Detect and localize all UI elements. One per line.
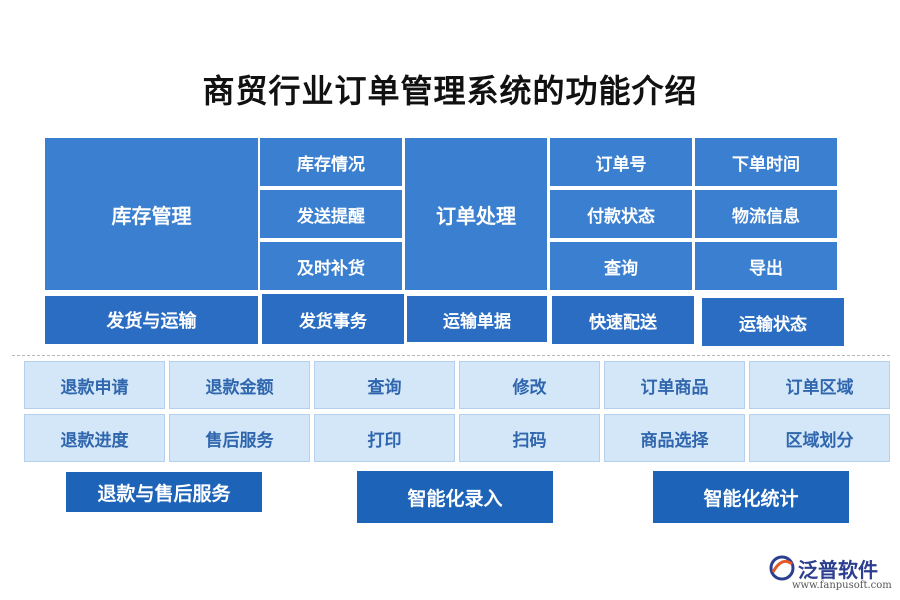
product-selection-cell: 商品选择 xyxy=(604,414,745,462)
section-divider xyxy=(12,355,890,356)
inventory-status-block: 库存情况 xyxy=(260,138,402,186)
order-goods-cell: 订单商品 xyxy=(604,361,745,409)
shipping-transport-block: 发货与运输 xyxy=(45,296,258,344)
payment-status-block: 付款状态 xyxy=(550,190,692,238)
print-cell: 打印 xyxy=(314,414,455,462)
transport-status-block: 运输状态 xyxy=(702,298,844,346)
region-division-cell: 区域划分 xyxy=(749,414,890,462)
page-title: 商贸行业订单管理系统的功能介绍 xyxy=(202,72,698,110)
fanpu-logo-icon xyxy=(769,555,795,581)
shipping-affairs-block: 发货事务 xyxy=(262,294,404,344)
export-block: 导出 xyxy=(695,242,837,290)
order-processing-block: 订单处理 xyxy=(405,138,547,290)
query-cell: 查询 xyxy=(314,361,455,409)
refund-after-sales-group: 退款与售后服务 xyxy=(66,472,262,512)
refund-application-cell: 退款申请 xyxy=(24,361,165,409)
smart-entry-group: 智能化录入 xyxy=(357,471,553,523)
order-region-cell: 订单区域 xyxy=(749,361,890,409)
logo-url: www.fanpusoft.com xyxy=(792,580,892,591)
scan-code-cell: 扫码 xyxy=(459,414,600,462)
order-number-block: 订单号 xyxy=(550,138,692,186)
logo-name: 泛普软件 xyxy=(798,558,878,582)
logistics-info-block: 物流信息 xyxy=(695,190,837,238)
modify-cell: 修改 xyxy=(459,361,600,409)
after-sales-service-cell: 售后服务 xyxy=(169,414,310,462)
timely-restock-block: 及时补货 xyxy=(260,242,402,290)
refund-progress-cell: 退款进度 xyxy=(24,414,165,462)
brand-logo: 泛普软件 www.fanpusoft.com xyxy=(768,552,894,594)
inventory-management-block: 库存管理 xyxy=(45,138,258,290)
fast-delivery-block: 快速配送 xyxy=(552,296,694,344)
transport-documents-block: 运输单据 xyxy=(407,296,547,342)
query-block: 查询 xyxy=(550,242,692,290)
smart-statistics-group: 智能化统计 xyxy=(653,471,849,523)
refund-amount-cell: 退款金额 xyxy=(169,361,310,409)
send-reminder-block: 发送提醒 xyxy=(260,190,402,238)
order-time-block: 下单时间 xyxy=(695,138,837,186)
